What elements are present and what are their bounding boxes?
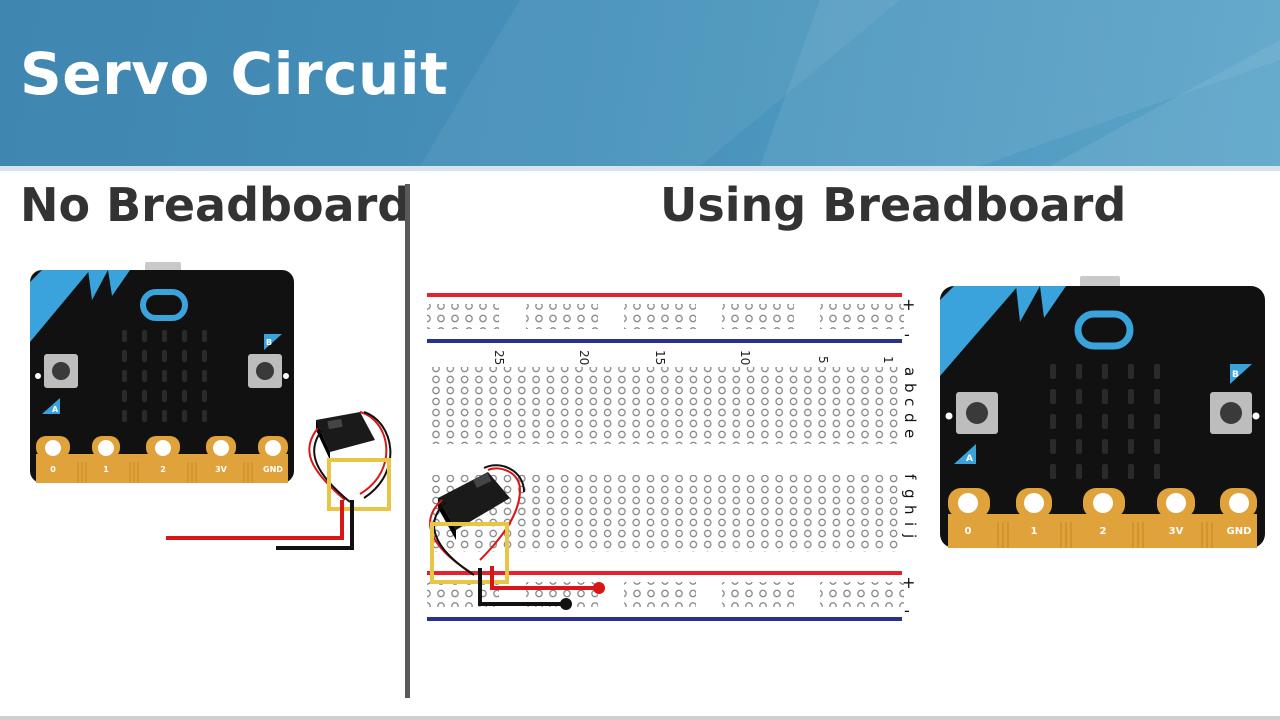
bottom-minus-label: - [904, 601, 910, 620]
svg-text:f: f [901, 474, 919, 480]
usb-connector [1080, 276, 1120, 288]
svg-text:b: b [901, 383, 919, 393]
edge-connector: 0 1 2 3V GND [948, 488, 1257, 548]
no-breadboard-title: No Breadboard [20, 178, 411, 232]
edge-connector: 0 1 2 3V GND [36, 436, 288, 483]
svg-text:2: 2 [1100, 526, 1107, 537]
svg-text:GND: GND [263, 465, 283, 474]
top-plus-label: + [902, 295, 915, 314]
svg-text:1: 1 [881, 356, 895, 364]
svg-text:d: d [901, 413, 919, 423]
usb-connector [145, 262, 181, 272]
svg-text:2: 2 [160, 465, 166, 474]
svg-text:3V: 3V [215, 465, 228, 474]
svg-text:3V: 3V [1169, 526, 1184, 537]
using-breadboard-title: Using Breadboard [660, 178, 1127, 232]
svg-text:a: a [901, 367, 919, 376]
button-a-icon: A [42, 354, 78, 414]
section-divider [405, 184, 410, 698]
svg-text:h: h [901, 505, 919, 515]
svg-text:1: 1 [103, 465, 109, 474]
battery-pack-left [308, 411, 392, 503]
header-banner: Servo Circuit [0, 0, 1280, 166]
logo-icon [140, 289, 188, 321]
wires-left [166, 500, 354, 550]
svg-text:0: 0 [965, 526, 972, 537]
svg-text:A: A [52, 405, 59, 414]
page-title: Servo Circuit [20, 40, 449, 108]
svg-text:5: 5 [816, 356, 830, 364]
svg-text:25: 25 [492, 350, 506, 365]
connection-highlight-breadboard [430, 522, 509, 584]
wires-breadboard [478, 566, 605, 610]
svg-text:g: g [901, 489, 919, 499]
bottom-plus-label: + [902, 573, 915, 592]
upper-row-letters: a b c d e [901, 367, 919, 438]
svg-text:1: 1 [1031, 526, 1038, 537]
svg-text:j: j [901, 533, 919, 538]
svg-text:0: 0 [50, 465, 56, 474]
connection-highlight-left [327, 458, 391, 511]
button-a-icon: A [954, 392, 998, 464]
svg-text:GND: GND [1227, 526, 1252, 537]
frame-bottom-border [0, 716, 1280, 720]
svg-text:c: c [901, 398, 919, 406]
svg-text:20: 20 [577, 350, 591, 365]
led-matrix [122, 330, 207, 422]
top-rail-holes [427, 304, 904, 329]
microbit-right: A B 0 1 2 3V GND [940, 276, 1265, 548]
battery-pack-breadboard [429, 464, 525, 576]
header-decoration [420, 0, 1280, 166]
breadboard: + - 25 20 15 10 5 1 a b c d e f g h i j [427, 293, 919, 621]
led-matrix [1050, 364, 1160, 479]
svg-text:B: B [1232, 370, 1239, 380]
black-wire-end [560, 598, 572, 610]
button-b-icon: B [248, 334, 282, 388]
microbit-left: A B 0 1 2 3V [30, 262, 294, 483]
bottom-rail-holes [427, 582, 904, 607]
column-numbers: 25 20 15 10 5 1 [492, 350, 895, 365]
red-wire-end [593, 582, 605, 594]
button-b-icon: B [1210, 364, 1252, 434]
svg-text:A: A [966, 454, 973, 464]
svg-text:i: i [901, 522, 919, 526]
lower-row-letters: f g h i j [901, 474, 919, 538]
logo-icon [1074, 310, 1134, 350]
top-minus-label: - [904, 325, 910, 344]
svg-text:e: e [901, 429, 919, 438]
svg-text:B: B [266, 338, 272, 347]
svg-text:15: 15 [653, 350, 667, 365]
header-underline [0, 166, 1280, 171]
svg-text:10: 10 [738, 350, 752, 365]
upper-terminal-strip [427, 367, 899, 444]
